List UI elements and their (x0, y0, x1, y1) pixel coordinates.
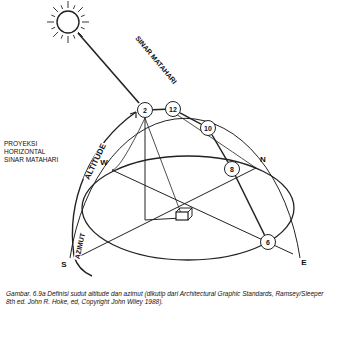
hour-number: 2 (143, 107, 147, 114)
time-circle: 6 (260, 234, 276, 250)
angle-label: AZIMUT (73, 231, 86, 260)
compass-label: S (61, 261, 66, 269)
hour-number: 8 (230, 166, 234, 173)
sun-path-segment (236, 176, 265, 235)
time-circle: 12 (165, 101, 181, 117)
sun-path-segment (212, 135, 228, 162)
hour-number: 6 (266, 239, 270, 246)
figure-caption: Gambar. 6.9a Definisi sudut altitude dan… (6, 290, 326, 306)
hour-number: 10 (204, 125, 212, 132)
compass-label: W (100, 159, 108, 167)
hour-number: 12 (169, 106, 177, 113)
time-circle: 8 (224, 161, 240, 177)
time-circle: 10 (200, 120, 216, 136)
time-circle: 2 (137, 102, 153, 118)
sun-path-segment (180, 113, 201, 124)
compass-label: E (301, 259, 306, 267)
compass-label: N (260, 156, 266, 164)
sun-path-segment (153, 109, 165, 110)
ray-label: SINAR MATAHARI (134, 35, 178, 86)
note-label: PROYEKSI HORIZONTAL SINAR MATAHARI (4, 140, 66, 164)
